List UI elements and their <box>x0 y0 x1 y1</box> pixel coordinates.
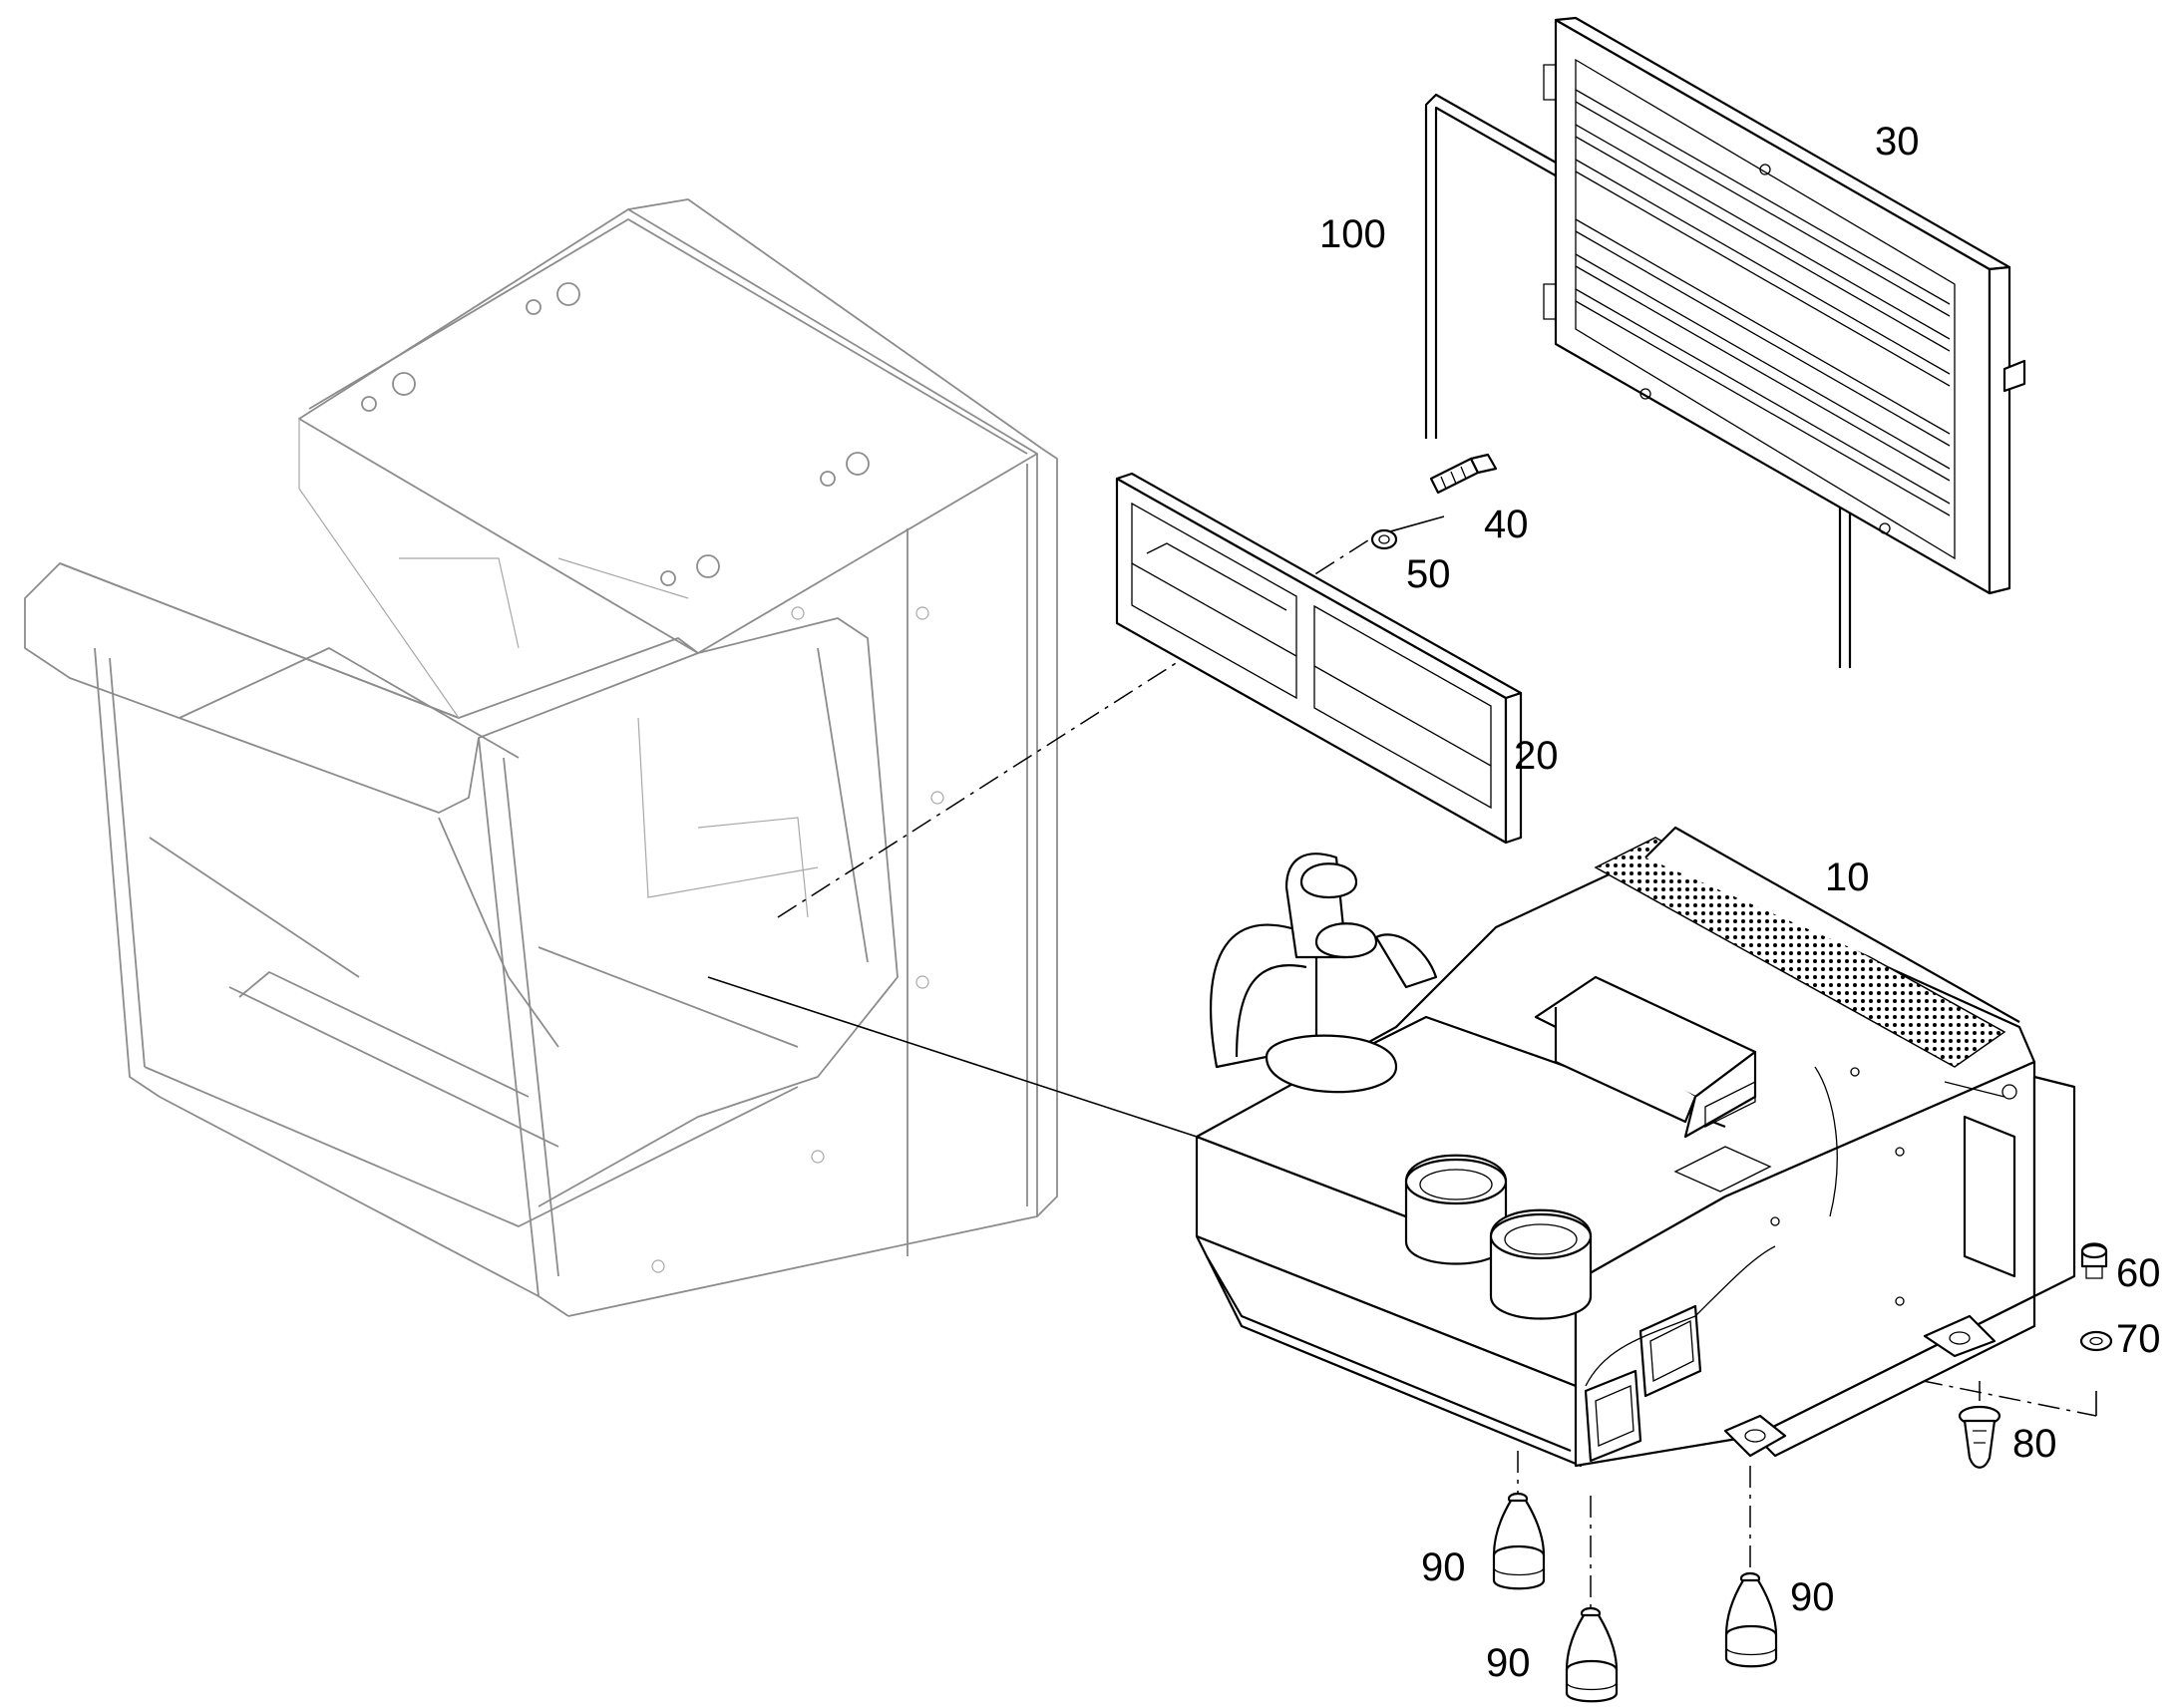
clip-part-80 <box>1958 1405 2001 1469</box>
rubber-mount-part-90-c <box>1724 1571 1778 1668</box>
screw-part-60 <box>2080 1242 2108 1279</box>
callout-10: 10 <box>1825 855 1870 899</box>
louver-slats <box>1575 89 1951 516</box>
filter-frame-part-20 <box>1115 472 1523 845</box>
rubber-mount-part-90-b <box>1565 1606 1619 1703</box>
washer-part-70 <box>2079 1330 2113 1352</box>
callout-100: 100 <box>1319 212 1386 256</box>
callout-70: 70 <box>2116 1317 2161 1361</box>
callout-90-a: 90 <box>1421 1545 1466 1589</box>
callout-60: 60 <box>2116 1251 2161 1295</box>
grille-cover-part-30 <box>1543 16 2026 595</box>
rubber-mount-part-90-a <box>1492 1492 1546 1590</box>
bolt-part-40 <box>1429 453 1498 495</box>
callout-90-b: 90 <box>1486 1641 1531 1685</box>
callout-30: 30 <box>1875 120 1920 164</box>
hvac-unit-part-10 <box>1195 826 2076 1468</box>
callout-40: 40 <box>1484 503 1529 546</box>
callout-20: 20 <box>1514 734 1559 778</box>
callout-80: 80 <box>2012 1422 2057 1466</box>
callout-90-c: 90 <box>1790 1575 1835 1619</box>
cab-frame <box>24 198 1058 1317</box>
washer-part-50 <box>1370 528 1398 550</box>
callout-50: 50 <box>1406 552 1451 596</box>
